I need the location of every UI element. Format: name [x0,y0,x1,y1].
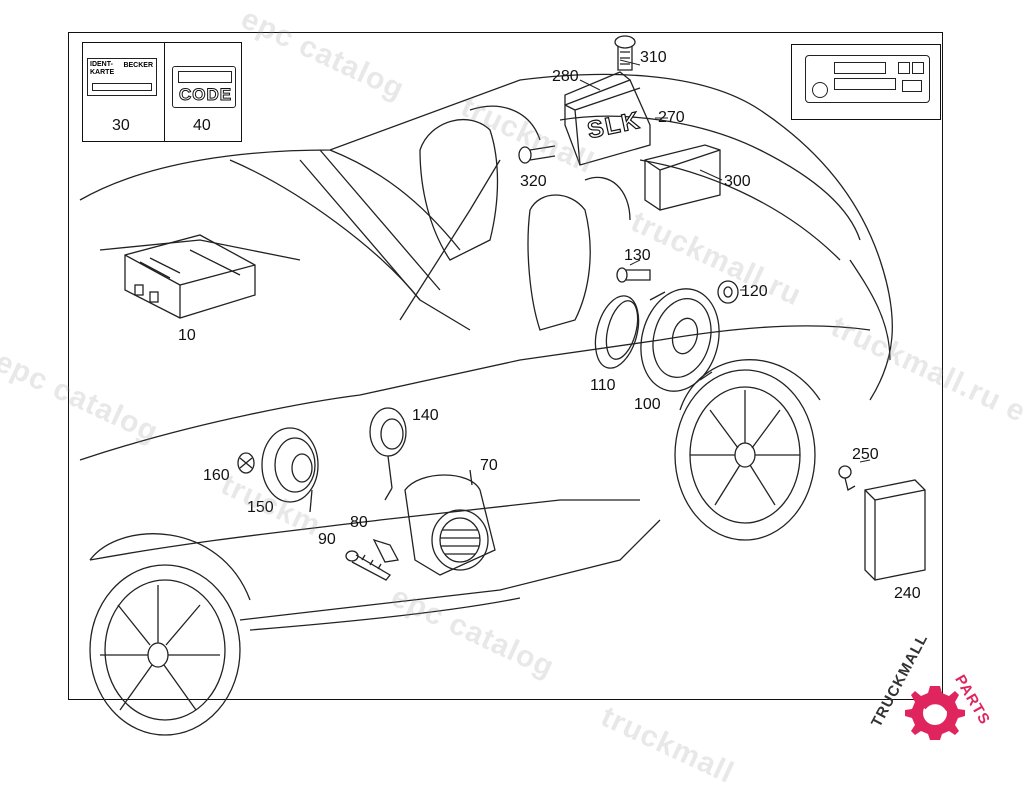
radio-button-3 [902,80,922,92]
ident-karte-label: IDENT- KARTE [90,61,115,76]
radio-display [834,78,896,90]
speaker-grille-110 [594,295,640,369]
inset-divider [164,42,166,142]
callout-30: 30 [112,117,130,134]
becker-label: BECKER [123,62,153,69]
code-card-window [178,71,232,83]
callout-310: 310 [640,49,667,66]
front-wheel [89,533,251,736]
callout-90: 90 [318,531,336,548]
callout-10: 10 [178,327,196,344]
grommet-160 [237,452,255,474]
bolt-90 [345,550,391,581]
truckmall-gear-logo [905,686,965,740]
amplifier-module-270 [564,71,651,166]
code-card-40: CODE [172,66,236,108]
control-module-300 [644,144,721,211]
radio-button-1 [898,62,910,74]
leader-lines [579,59,871,463]
callout-300: 300 [724,173,751,190]
speaker-150 [261,427,319,513]
nut-120 [717,280,739,304]
callout-250: 250 [852,446,879,463]
callout-130: 130 [624,247,651,264]
callout-80: 80 [350,514,368,531]
bolt-320 [518,145,556,164]
car-seats [419,105,631,331]
radio-cassette-slot [834,62,886,74]
code-label: CODE [178,85,233,105]
radio-button-2 [912,62,924,74]
ident-card-30: IDENT- KARTE BECKER [87,58,157,96]
callout-240: 240 [894,585,921,602]
screw-250 [838,465,856,491]
radio-knob [812,82,828,98]
radio-unit-10 [124,234,256,319]
tweeter-140 [369,407,407,501]
callout-40: 40 [193,117,211,134]
callout-160: 160 [203,467,230,484]
rear-wheel [674,359,821,541]
callout-100: 100 [634,396,661,413]
callout-120: 120 [741,283,768,300]
callout-110: 110 [590,377,616,394]
screw-310 [614,35,636,71]
callout-270: 270 [658,109,685,126]
callout-70: 70 [480,457,498,474]
car-body-outline [79,73,893,631]
speaker-100 [640,288,720,392]
screw-130 [616,267,651,283]
connector-80 [372,538,400,563]
callout-150: 150 [247,499,274,516]
callout-320: 320 [520,173,547,190]
diagram-frame [68,32,943,700]
parts-diagram-illustration [79,35,926,736]
radio-front-panel [805,55,930,103]
callout-280: 280 [552,68,579,85]
card-barcode [92,83,152,91]
module-240 [864,479,926,581]
door-speaker-70 [404,469,496,576]
callout-140: 140 [412,407,439,424]
